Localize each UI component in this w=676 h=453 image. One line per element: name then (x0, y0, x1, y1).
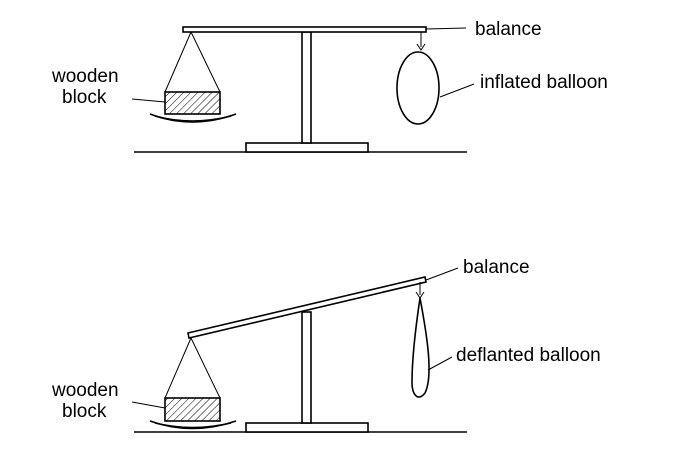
deflated-balloon-label: deflanted balloon (456, 345, 601, 366)
bottom-left-pan (149, 337, 237, 430)
top-balloon-hanger (416, 32, 426, 51)
top-balance-beam (182, 26, 427, 33)
top-diagram: balance inflated balloon wooden block (51, 19, 608, 153)
bottom-balance-label: balance (463, 257, 530, 278)
top-balance-base (245, 142, 369, 153)
deflated-balloon-leader (427, 356, 453, 371)
deflated-balloon (411, 297, 430, 398)
bottom-block-label-line1: wooden (51, 380, 119, 401)
bottom-block-label-line2: block (62, 401, 107, 422)
bottom-balance-base (245, 422, 369, 433)
bottom-balance-beam (187, 276, 427, 339)
top-balance-leader (425, 27, 467, 30)
top-block-label-line2: block (62, 87, 107, 108)
top-left-pan (149, 31, 237, 123)
inflated-balloon-label: inflated balloon (480, 72, 608, 93)
inflated-balloon-leader (439, 83, 475, 98)
bottom-block-leader (131, 401, 166, 409)
bottom-wooden-block (164, 397, 221, 422)
bottom-balance-leader (425, 267, 459, 281)
bottom-diagram: balance deflanted balloon wooden block (51, 257, 601, 433)
top-wooden-block (164, 91, 221, 115)
top-block-label-line1: wooden (51, 66, 119, 87)
top-block-leader (131, 98, 166, 103)
bottom-balance-stand (301, 311, 312, 424)
inflated-balloon (396, 51, 440, 125)
top-balance-label: balance (475, 19, 542, 40)
top-balance-stand (301, 31, 312, 144)
